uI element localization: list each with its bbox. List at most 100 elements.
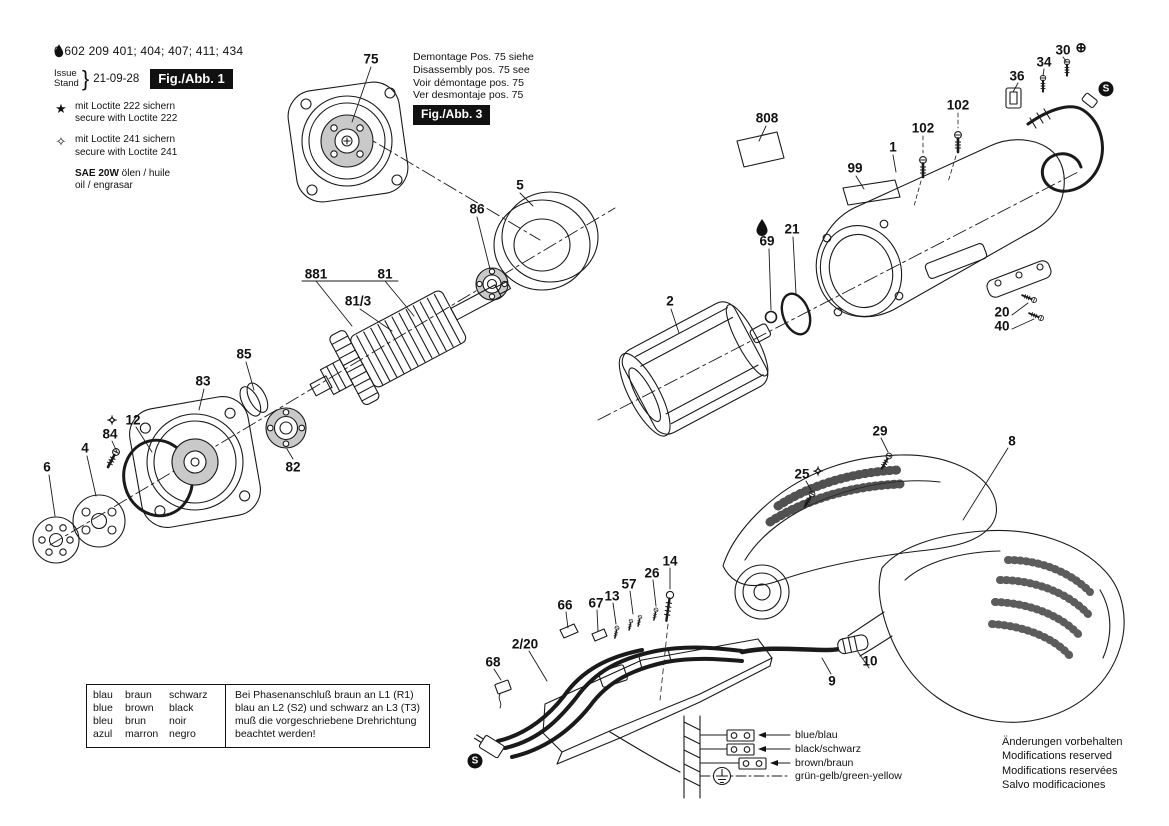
part-label-10: 10 bbox=[862, 653, 878, 669]
part-label-9: 9 bbox=[828, 673, 836, 689]
part-label-881: 881 bbox=[304, 266, 328, 282]
fig3-line-de: Demontage Pos. 75 siehe bbox=[413, 51, 534, 63]
legend-loctite241-text: mit Loctite 241 sichern secure with Loct… bbox=[75, 134, 177, 158]
issue-stand-labels: Issue Stand bbox=[54, 69, 79, 89]
part-808-plate bbox=[736, 131, 785, 168]
part-label-102: 102 bbox=[911, 120, 935, 136]
part-label-69: 69 bbox=[759, 233, 775, 249]
color-de-schwarz: schwarz bbox=[169, 689, 208, 701]
part-label-85: 85 bbox=[236, 346, 252, 362]
part-label-sym9: ✧ bbox=[106, 413, 118, 428]
part-label-sym22: ⊕ bbox=[1075, 40, 1087, 55]
part-label-808: 808 bbox=[755, 110, 779, 126]
s-marker-top: S bbox=[1098, 81, 1114, 97]
fig3-note-block: Demontage Pos. 75 siehe Disassembly pos.… bbox=[413, 51, 534, 125]
part-label-36: 36 bbox=[1009, 68, 1025, 84]
wire-label-black: black/schwarz bbox=[795, 743, 861, 755]
part-1-housing bbox=[815, 139, 1065, 318]
color-de-blau: blau bbox=[93, 689, 113, 701]
part-label-5: 5 bbox=[516, 177, 524, 193]
note-line-4: beachtet werden! bbox=[235, 728, 316, 741]
loctite222-de: mit Loctite 222 sichern bbox=[75, 101, 176, 112]
footer-fr: Modifications reservées bbox=[1002, 764, 1118, 777]
color-fr-brun: brun bbox=[125, 715, 147, 728]
leader-lines bbox=[48, 56, 1067, 682]
note-line-2: blau an L2 (S2) und schwarz an L3 (T3) bbox=[235, 702, 421, 715]
color-en-brown: brown bbox=[125, 702, 154, 715]
part-label-14: 14 bbox=[662, 553, 678, 569]
wire-label-brown: brown/braun bbox=[795, 757, 854, 769]
color-en-blue: blue bbox=[93, 702, 113, 715]
part-21-oring bbox=[780, 292, 812, 336]
footer-en: Modifications reserved bbox=[1002, 750, 1113, 763]
part-label-25: 25 bbox=[794, 466, 810, 482]
phase-connection-note: Bei Phasenanschluß braun an L1 (R1) blau… bbox=[226, 685, 429, 747]
legend-loctite222-text: mit Loctite 222 sichern secure with Loct… bbox=[75, 101, 177, 125]
star-open-icon: ✧ bbox=[55, 134, 67, 150]
part-label-29: 29 bbox=[872, 423, 888, 439]
color-en-black: black bbox=[169, 702, 194, 715]
modifications-footer: Änderungen vorbehalten Modifications res… bbox=[1002, 735, 1122, 792]
stand-label: Stand bbox=[54, 78, 79, 89]
part-label-84: 84 bbox=[102, 426, 118, 442]
header-block: 0 602 209 401; 404; 407; 411; 434 Issue … bbox=[54, 44, 243, 192]
fig3-line-en: Disassembly pos. 75 see bbox=[413, 63, 530, 76]
part-label-75: 75 bbox=[363, 51, 379, 67]
loctite241-en: secure with Loctite 241 bbox=[75, 146, 178, 158]
part-label-86: 86 bbox=[469, 201, 485, 217]
wiring-detail bbox=[683, 715, 791, 799]
part-label-13: 13 bbox=[604, 588, 620, 604]
part-2-stator bbox=[618, 301, 772, 437]
note-line-1: Bei Phasenanschluß braun an L1 (R1) bbox=[235, 689, 414, 701]
part-102-screws bbox=[913, 112, 963, 207]
part-label-12: 12 bbox=[125, 412, 141, 428]
part-label-2: 2 bbox=[666, 293, 674, 309]
star-filled-icon: ★ bbox=[55, 101, 67, 116]
sae-label: SAE 20W bbox=[75, 167, 119, 179]
part-8-handle-upper bbox=[722, 454, 997, 620]
power-cord bbox=[1026, 92, 1104, 193]
color-es-azul: azul bbox=[93, 728, 113, 741]
legend-loctite241: ✧ mit Loctite 241 sichern secure with Lo… bbox=[54, 134, 243, 158]
part-82-bearing bbox=[265, 407, 307, 449]
part-4-coupling bbox=[72, 494, 126, 548]
part-6-coupling bbox=[32, 516, 80, 564]
switch-assembly bbox=[473, 590, 773, 773]
fig1-badge: Fig./Abb. 1 bbox=[150, 69, 233, 89]
part-label-81: 81 bbox=[377, 266, 393, 282]
part-label-66: 66 bbox=[557, 597, 573, 613]
part-label-8: 8 bbox=[1008, 433, 1016, 449]
fig3-line-es: Ver desmontaje pos. 75 bbox=[413, 89, 524, 102]
part-label-99: 99 bbox=[847, 160, 863, 176]
loctite241-de: mit Loctite 241 sichern bbox=[75, 134, 176, 146]
part-label-67: 67 bbox=[588, 595, 604, 611]
wire-color-columns: blau braun schwarz blue brown black bleu brun… bbox=[87, 685, 226, 747]
loctite222-en: secure with Loctite 222 bbox=[75, 113, 178, 125]
color-de-braun: braun bbox=[125, 689, 152, 701]
part-label-40: 40 bbox=[994, 318, 1010, 334]
part-label-1: 1 bbox=[889, 139, 897, 155]
color-fr-noir: noir bbox=[169, 715, 187, 728]
footer-es: Salvo modificaciones bbox=[1002, 778, 1106, 791]
s-marker-bottom: S bbox=[467, 753, 483, 769]
part-label-57: 57 bbox=[621, 576, 637, 592]
fig3-line-fr: Voir démontage pos. 75 bbox=[413, 76, 524, 89]
brace-glyph: } bbox=[81, 66, 90, 91]
part-label-220: 2/20 bbox=[511, 636, 539, 652]
oil-en: oil / engrasar bbox=[75, 179, 133, 191]
part-label-30: 30 bbox=[1055, 42, 1071, 58]
color-fr-bleu: bleu bbox=[93, 715, 113, 728]
wire-label-green-yellow: grün-gelb/green-yellow bbox=[795, 770, 902, 782]
part-label-68: 68 bbox=[485, 654, 501, 670]
legend-oil: SAE 20W ölen / huile oil / engrasar bbox=[54, 44, 243, 192]
part-99-plate bbox=[842, 179, 901, 206]
part-codes: 0 602 209 401; 404; 407; 411; 434 bbox=[54, 44, 244, 58]
part-label-6: 6 bbox=[43, 459, 51, 475]
wire-color-table: blau braun schwarz blue brown black bleu brun… bbox=[86, 684, 431, 748]
part-69-ring bbox=[764, 310, 778, 324]
part-label-813: 81/3 bbox=[344, 293, 372, 309]
part-9-10-cord bbox=[739, 634, 869, 655]
